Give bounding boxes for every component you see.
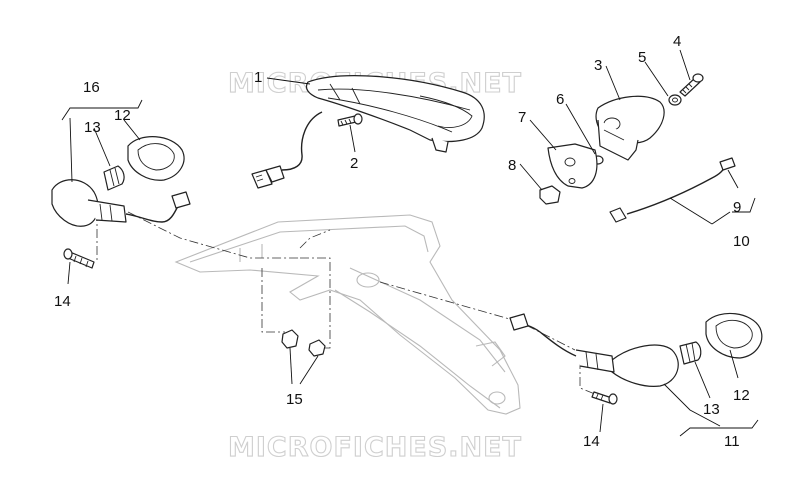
callout-15: 15 <box>286 391 303 408</box>
left-indicator-lens <box>51 179 127 227</box>
callout-3: 3 <box>594 57 602 74</box>
left-indicator-wire <box>125 191 191 223</box>
plate-light-screw <box>679 73 704 97</box>
plate-light-wire <box>609 157 736 223</box>
callout-labels: 1 2 3 4 5 6 7 8 9 10 11 12 12 13 13 14 1… <box>54 33 750 450</box>
callout-6: 6 <box>556 91 564 108</box>
callout-14-right: 14 <box>583 433 600 450</box>
callout-10: 10 <box>733 233 750 250</box>
license-plate-holder-ghost <box>174 214 521 415</box>
callout-13-right: 13 <box>703 401 720 418</box>
tail-light-screw <box>337 113 363 127</box>
callout-14-left: 14 <box>54 293 71 310</box>
left-indicator-ring <box>127 136 185 181</box>
callout-12-right: 12 <box>733 387 750 404</box>
callout-9: 9 <box>733 199 741 216</box>
mounting-nut-right <box>308 339 326 357</box>
plate-light-washer <box>668 94 682 106</box>
callout-12-left: 12 <box>114 107 131 124</box>
plate-light-bracket <box>547 143 598 189</box>
right-indicator-screw <box>591 391 618 405</box>
callout-11: 11 <box>724 433 740 450</box>
callout-4: 4 <box>673 33 681 50</box>
leader-lines <box>61 49 759 437</box>
callout-1: 1 <box>254 69 262 86</box>
right-indicator-ring <box>705 312 763 359</box>
right-indicator-lens <box>575 344 679 387</box>
callout-13-left: 13 <box>84 119 101 136</box>
callout-8: 8 <box>508 157 516 174</box>
callout-7: 7 <box>518 109 526 126</box>
mounting-nut-left <box>281 329 299 349</box>
plate-light-housing <box>595 95 665 161</box>
callout-5: 5 <box>638 49 646 66</box>
right-indicator-wire <box>509 313 577 357</box>
tail-light <box>305 75 485 153</box>
left-indicator-screw <box>63 248 95 269</box>
watermark-bottom: MICROFICHES.NET <box>228 432 522 463</box>
bracket-nut <box>539 185 561 205</box>
tail-light-wire <box>251 111 323 189</box>
callout-2: 2 <box>350 155 358 172</box>
callout-16: 16 <box>83 79 100 96</box>
right-indicator-bulb <box>679 341 702 365</box>
left-indicator-bulb <box>103 165 125 191</box>
assembly-lines <box>96 211 601 397</box>
